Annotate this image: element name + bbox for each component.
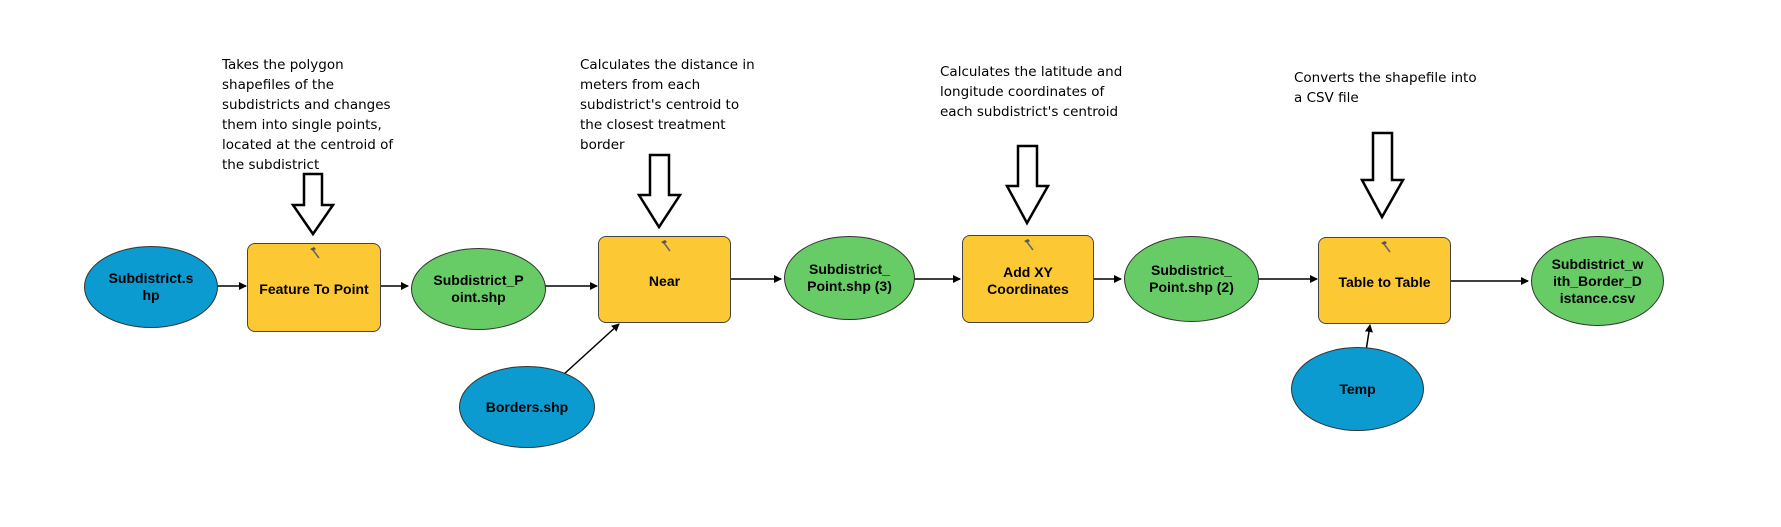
node-label: Subdistrict_w ith_Border_D istance.csv [1551,255,1644,306]
node-label: Subdistrict.s hp [108,270,194,303]
hammer-icon [1024,239,1034,251]
node-label: Temp [1339,380,1376,397]
node-subdistrict-shp[interactable]: Subdistrict.s hp [84,246,218,328]
tool-feature-to-point[interactable]: Feature To Point [247,243,381,332]
hammer-icon [310,247,320,259]
tool-near[interactable]: Near [598,236,731,323]
tool-label: Feature To Point [259,281,369,297]
note-feature-to-point: Takes the polygon shapefiles of the subd… [222,57,394,173]
note-table-to-table: Converts the shapefile into a CSV file [1294,70,1477,106]
down-arrow-icon [1359,131,1406,220]
node-label: Subdistrict_ Point.shp (2) [1149,262,1234,295]
down-arrow-icon [1004,144,1051,226]
connector-temp-to-table [1364,324,1373,352]
down-arrow-icon [636,153,683,230]
tool-label: Table to Table [1338,274,1431,290]
node-temp[interactable]: Temp [1291,347,1424,431]
tool-table-to-table[interactable]: Table to Table [1318,237,1451,324]
node-subdistrict-point-shp[interactable]: Subdistrict_P oint.shp [411,248,546,330]
down-arrow-icon [290,172,336,237]
node-subdistrict-point-shp-3[interactable]: Subdistrict_ Point.shp (3) [784,236,915,320]
tool-label: Add XY Coordinates [987,264,1069,297]
note-near: Calculates the distance in meters from e… [580,57,755,153]
tool-add-xy-coordinates[interactable]: Add XY Coordinates [962,235,1094,323]
node-label: Subdistrict_P oint.shp [433,272,524,305]
node-output-csv[interactable]: Subdistrict_w ith_Border_D istance.csv [1531,236,1664,326]
node-label: Subdistrict_ Point.shp (3) [807,261,892,294]
connector-borders-to-near [562,323,620,376]
node-borders-shp[interactable]: Borders.shp [459,366,595,448]
node-label: Borders.shp [485,398,569,415]
hammer-icon [660,240,671,252]
hammer-icon [1380,241,1391,253]
tool-label: Near [648,273,681,289]
node-subdistrict-point-shp-2[interactable]: Subdistrict_ Point.shp (2) [1124,236,1259,322]
note-add-xy: Calculates the latitude and longitude co… [940,64,1123,120]
